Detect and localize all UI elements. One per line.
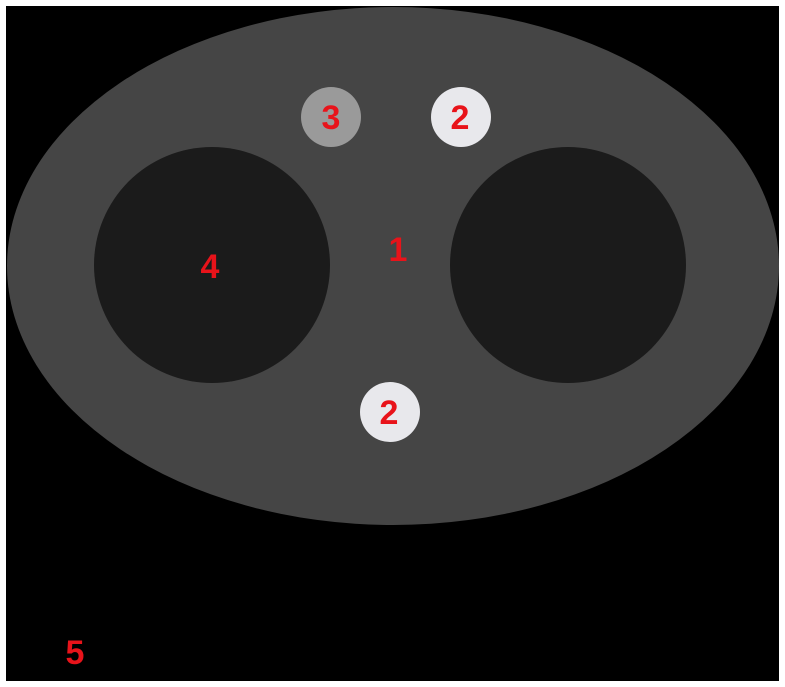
body-ellipse xyxy=(7,7,779,525)
large-circle-left xyxy=(94,147,330,383)
label-region-5: 5 xyxy=(66,634,85,672)
small-circle-3 xyxy=(301,87,361,147)
label-region-1: 1 xyxy=(389,231,408,269)
label-region-3: 3 xyxy=(322,99,341,137)
label-region-2-upper: 2 xyxy=(451,99,470,137)
large-circle-right xyxy=(450,147,686,383)
small-circle-2-upper xyxy=(431,87,491,147)
label-region-4: 4 xyxy=(201,248,220,286)
small-circle-2-lower xyxy=(360,382,420,442)
label-region-2-lower: 2 xyxy=(380,394,399,432)
